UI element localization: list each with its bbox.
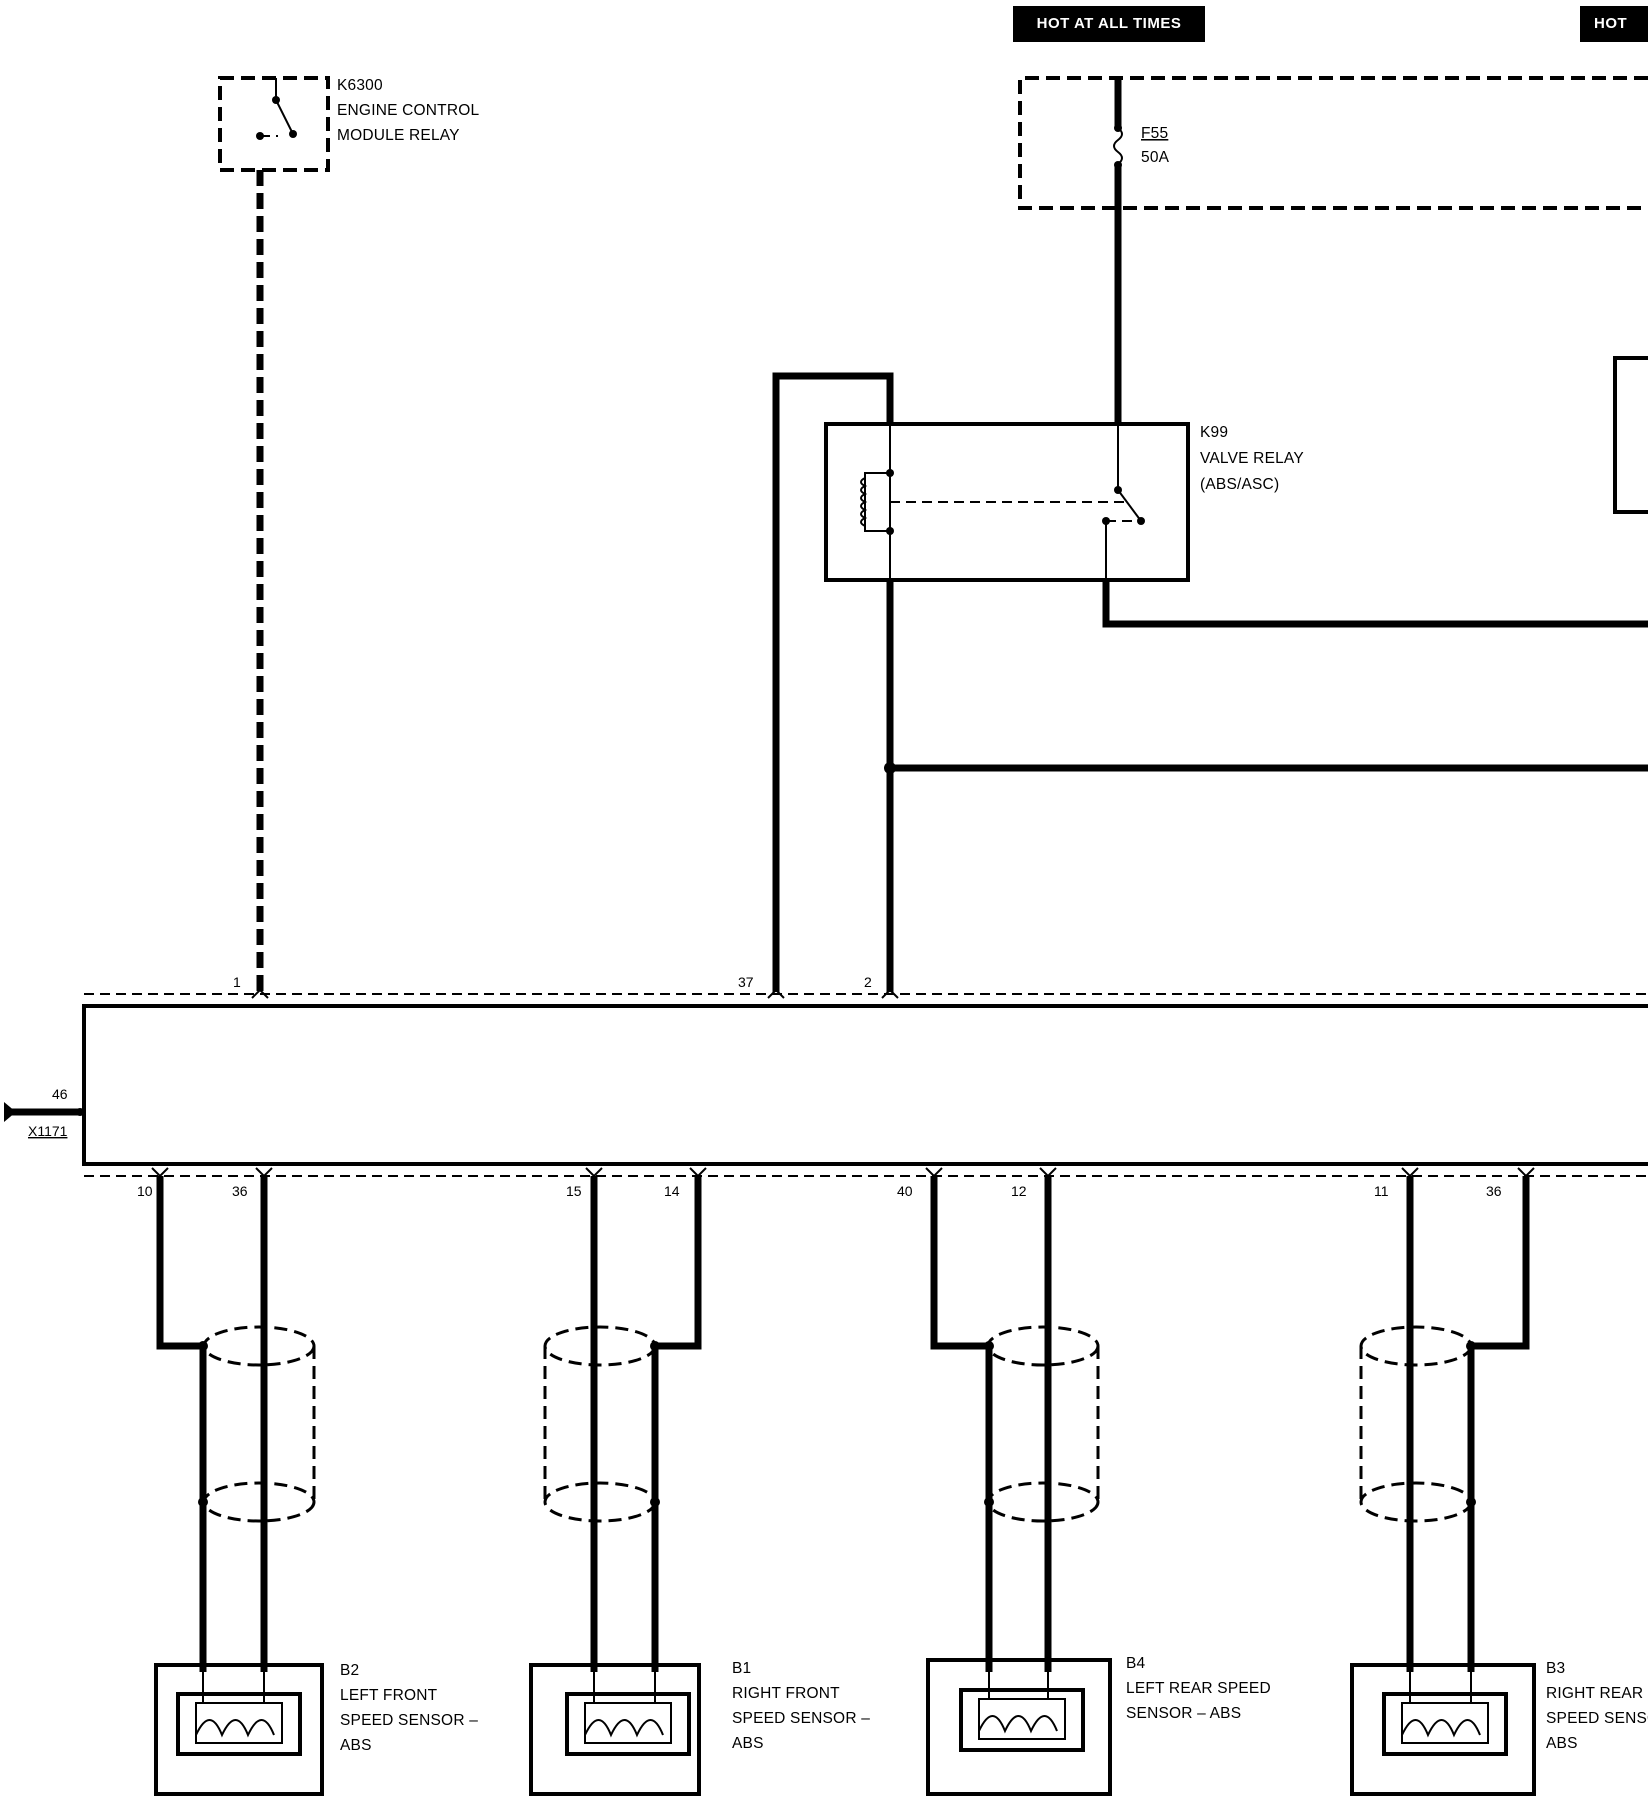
sensor-b1-id: B1: [732, 1660, 751, 1677]
sensor-b2-line3: ABS: [340, 1737, 372, 1754]
hot-tag-partial: HOT: [1580, 6, 1648, 42]
svg-text:36: 36: [1486, 1183, 1502, 1199]
svg-text:11: 11: [1374, 1183, 1389, 1199]
sensor-b1: [529, 1663, 701, 1796]
valve-relay-switch-symbol: [1102, 424, 1145, 580]
valve-relay-box: [824, 422, 1190, 582]
svg-text:15: 15: [566, 1183, 582, 1199]
svg-text:40: 40: [897, 1183, 913, 1199]
sensor-b3: [1350, 1663, 1536, 1796]
ecm-relay-name-line2: MODULE RELAY: [337, 127, 460, 144]
svg-text:HOT: HOT: [1594, 15, 1627, 32]
fuse-box-outline: [1018, 76, 1648, 210]
sensor-b4-line1: LEFT REAR SPEED: [1126, 1680, 1271, 1697]
valve-relay-name-line1: VALVE RELAY: [1200, 450, 1304, 467]
ground-ref: X1171: [28, 1123, 68, 1139]
sensor-b1-line3: ABS: [732, 1735, 764, 1752]
sensor-b3-id: B3: [1546, 1660, 1565, 1677]
fuse-id: F55: [1141, 125, 1168, 142]
svg-text:12: 12: [1011, 1183, 1027, 1199]
sensor-b3-line3: ABS: [1546, 1735, 1578, 1752]
fuse-rating: 50A: [1141, 149, 1170, 166]
svg-text:36: 36: [232, 1183, 248, 1199]
sensor-b1-line1: RIGHT FRONT: [732, 1685, 840, 1702]
hot-at-all-times-tag: HOT AT ALL TIMES: [1013, 6, 1205, 42]
svg-text:37: 37: [738, 974, 754, 990]
ground-pin: 46: [52, 1086, 68, 1102]
ecm-relay-box: [218, 76, 330, 172]
svg-text:1: 1: [233, 974, 241, 990]
sensor-b4: [926, 1658, 1112, 1796]
fuse-f55-symbol: [1113, 127, 1123, 165]
sensor-b1-line2: SPEED SENSOR –: [732, 1710, 870, 1727]
sensor-b3-line2: SPEED SENSOR –: [1546, 1710, 1648, 1727]
valve-relay-coil-symbol: [860, 424, 894, 580]
sensor-b2-id: B2: [340, 1662, 359, 1679]
relay-coil-feed-wire: [772, 372, 894, 992]
abs-module-box: [82, 1004, 1648, 1166]
svg-text:10: 10: [137, 1183, 153, 1199]
sensor-b3-line1: RIGHT REAR: [1546, 1685, 1643, 1702]
sensor-b3-wiring: [1359, 1176, 1530, 1672]
ecm-relay-switch-symbol: [256, 78, 297, 140]
module-bottom-pins: 10 36 15 14 40 12 11 36: [137, 1167, 1535, 1199]
sensor-b2-line2: SPEED SENSOR –: [340, 1712, 478, 1729]
svg-text:2: 2: [864, 974, 872, 990]
sensor-b4-line2: SENSOR – ABS: [1126, 1705, 1241, 1722]
svg-text:HOT AT ALL TIMES: HOT AT ALL TIMES: [1037, 15, 1182, 32]
sensor-b2-line1: LEFT FRONT: [340, 1687, 438, 1704]
ecm-relay-name-line1: ENGINE CONTROL: [337, 102, 479, 119]
sensor-b4-id: B4: [1126, 1655, 1146, 1672]
module-top-pin-1: 1: [233, 974, 269, 999]
valve-relay-name-line2: (ABS/ASC): [1200, 476, 1279, 493]
module-top-pin-37: 37: [738, 974, 785, 999]
valve-relay-output-wire: [1102, 580, 1648, 628]
offpage-component-box: [1613, 356, 1648, 514]
sensor-b4-wiring: [930, 1176, 1100, 1672]
ground-symbol: 46 X1171: [4, 1086, 84, 1139]
svg-text:14: 14: [664, 1183, 680, 1199]
sensor-b2-wiring: [156, 1176, 316, 1672]
valve-relay-id: K99: [1200, 424, 1228, 441]
ecm-relay-id: K6300: [337, 77, 383, 94]
module-top-pin-2: 2: [864, 974, 899, 999]
sensor-b1-wiring: [543, 1176, 702, 1672]
sensor-b2: [154, 1663, 324, 1796]
